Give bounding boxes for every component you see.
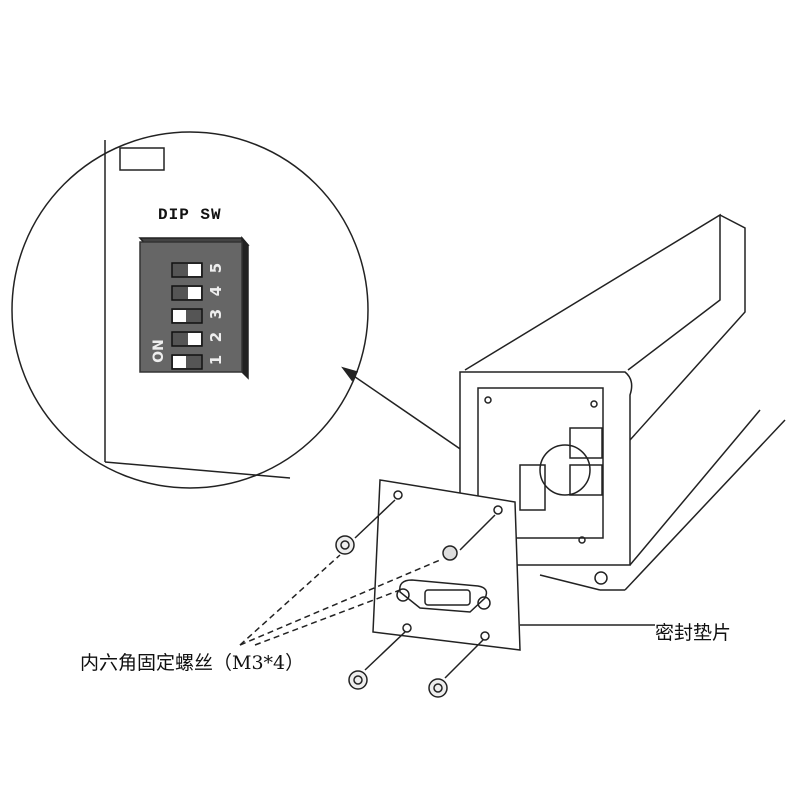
arrow-head-icon <box>341 366 359 382</box>
dip-switch-4 <box>171 285 203 301</box>
gasket-label: 密封垫片 <box>655 622 732 644</box>
dip-switch-toggles <box>171 262 203 370</box>
dip-switch-2 <box>171 331 203 347</box>
dip-switch-number: 4 <box>207 285 226 297</box>
dip-switch-number: 3 <box>207 308 226 320</box>
screw-leader-lines <box>239 554 441 646</box>
dip-switch-knob <box>188 287 201 299</box>
dip-on-label: ON <box>150 339 167 363</box>
screws <box>335 499 496 698</box>
dip-switch-number: 1 <box>207 354 226 366</box>
screws-label: 内六角固定螺丝（M3*4） <box>80 652 305 674</box>
dip-switch-3 <box>171 308 203 324</box>
dip-switch-title: DIP SW <box>158 206 222 224</box>
cover-plate <box>372 479 521 651</box>
dip-switch-knob <box>188 333 201 345</box>
dip-switch-knob <box>188 264 201 276</box>
dip-switch-knob <box>173 310 186 322</box>
dip-switch-number: 5 <box>207 262 226 274</box>
dip-switch-knob <box>173 356 186 368</box>
dip-switch-1 <box>171 354 203 370</box>
dip-switch-number: 2 <box>207 331 226 343</box>
dip-switch-5 <box>171 262 203 278</box>
